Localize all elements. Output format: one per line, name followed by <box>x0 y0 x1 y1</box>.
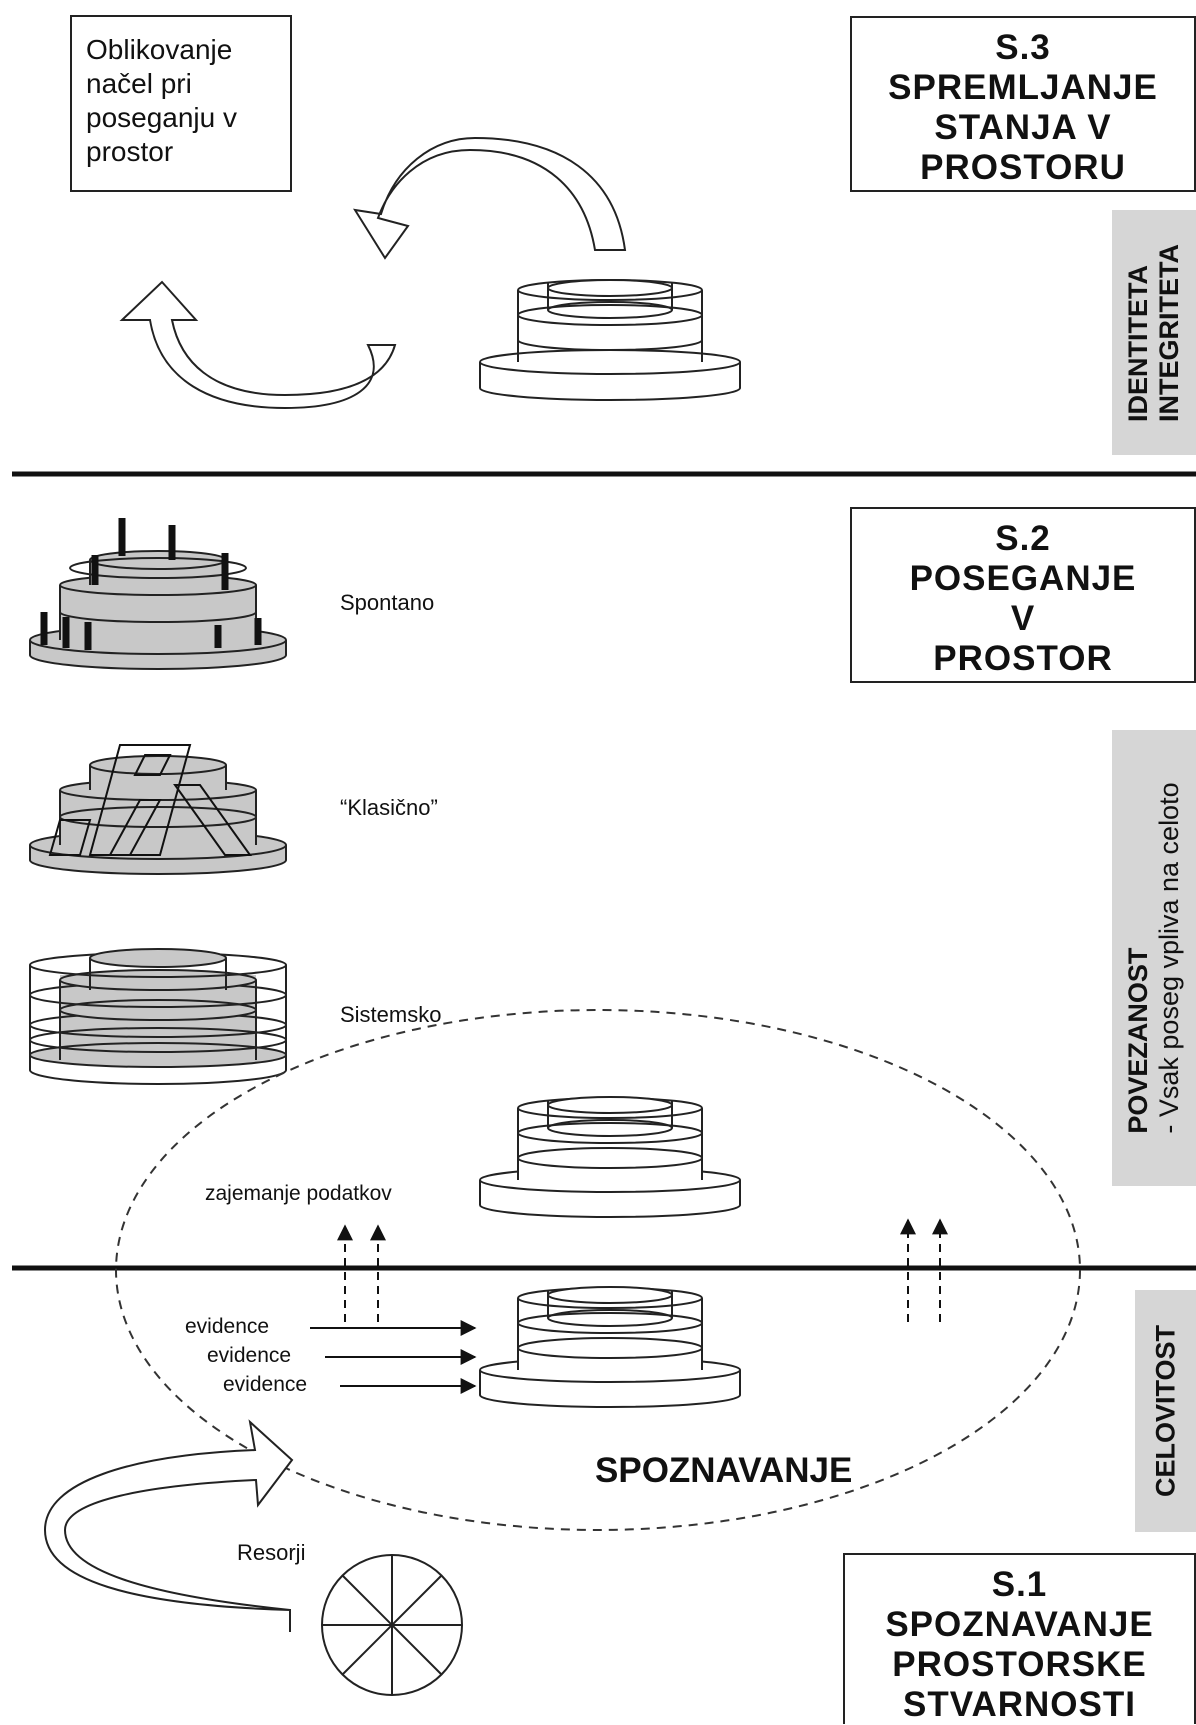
side-povezanost-line2: - Vsak poseg vpliva na celoto <box>1154 782 1184 1134</box>
evidence-arrows <box>310 1320 477 1394</box>
tiered-stack-middle <box>479 1096 741 1218</box>
approach-label-spontano: Spontano <box>340 590 434 615</box>
side-povezanost-line1: POVEZANOST <box>1123 947 1153 1134</box>
note-line: prostor <box>86 136 174 167</box>
stage-s1-line: SPOZNAVANJE <box>885 1605 1154 1644</box>
approach-label-klasicno: “Klasično” <box>340 795 438 820</box>
evidence-label-3: evidence <box>223 1373 307 1396</box>
stage-s3-line: S.3 <box>995 28 1051 67</box>
stage-box-s3: S.3 SPREMLJANJE STANJA V PROSTORU <box>850 16 1196 192</box>
side-identiteta-line2: INTEGRITETA <box>1154 243 1184 422</box>
stage-s3-line: SPREMLJANJE <box>888 68 1158 107</box>
note-line: Oblikovanje <box>86 34 233 65</box>
side-identiteta-line1: IDENTITETA <box>1123 264 1153 422</box>
cycle-arrows <box>119 136 627 410</box>
resorji-label: Resorji <box>237 1540 305 1565</box>
spoznavanje-ellipse <box>115 1009 1081 1531</box>
stage-s3-line: STANJA V <box>934 108 1112 147</box>
resorji-wheel-icon <box>321 1554 463 1696</box>
approach-label-sistemsko: Sistemsko <box>340 1002 441 1027</box>
spoznavanje-title: SPOZNAVANJE <box>595 1451 852 1490</box>
stage-s2-line: PROSTOR <box>933 639 1113 678</box>
stage-box-s2: S.2 POSEGANJE V PROSTOR <box>850 507 1196 683</box>
stage-s1-line: STVARNOSTI <box>903 1685 1136 1724</box>
curved-arrow-resorji-icon <box>43 1419 294 1632</box>
side-label-celovitost: CELOVITOST <box>1135 1290 1196 1532</box>
evidence-label-2: evidence <box>207 1344 291 1367</box>
note-line: načel pri <box>86 68 192 99</box>
stage-s2-line: POSEGANJE <box>909 559 1137 598</box>
tiered-stack-bottom <box>479 1286 741 1408</box>
stage-s2-line: S.2 <box>995 519 1051 558</box>
tiered-stack-klasicno <box>29 744 287 875</box>
stage-s1-line: S.1 <box>991 1565 1048 1604</box>
side-label-povezanost: POVEZANOST - Vsak poseg vpliva na celoto <box>1112 730 1196 1186</box>
tiered-stack-spontano <box>29 518 287 670</box>
evidence-label-1: evidence <box>185 1315 269 1338</box>
tiered-stack-top <box>479 279 741 401</box>
stage-s3-line: PROSTORU <box>920 148 1126 187</box>
stage-box-s1: S.1 SPOZNAVANJE PROSTORSKE STVARNOSTI <box>843 1553 1196 1724</box>
side-celovitost-line1: CELOVITOST <box>1150 1324 1180 1498</box>
note-line: poseganju v <box>86 102 238 133</box>
side-label-identiteta: IDENTITETA INTEGRITETA <box>1112 210 1196 455</box>
stage-s2-line: V <box>1010 599 1036 638</box>
stage-s1-line: PROSTORSKE <box>892 1645 1147 1684</box>
curved-arrow-top-icon <box>352 136 627 260</box>
zajemanje-label: zajemanje podatkov <box>205 1182 392 1205</box>
principles-note-box: Oblikovanje načel pri poseganju v prosto… <box>70 15 292 192</box>
dashed-arrows <box>337 1218 948 1322</box>
tiered-stack-sistemsko <box>29 948 287 1085</box>
curved-arrow-bottom-icon <box>119 280 397 410</box>
